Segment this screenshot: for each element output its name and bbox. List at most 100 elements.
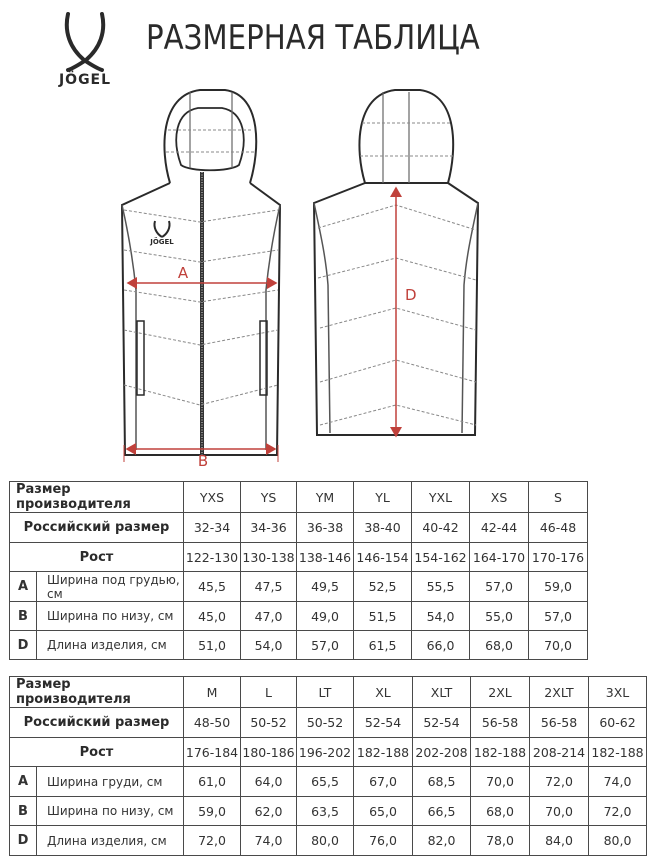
size-cell: YM <box>296 481 354 513</box>
value-cell: 138-146 <box>296 542 354 572</box>
size-cell: LT <box>296 676 354 708</box>
measure-letter: B <box>9 601 37 631</box>
value-cell: 61,0 <box>183 766 241 797</box>
value-cell: 65,0 <box>353 796 413 826</box>
value-cell: 146-154 <box>353 542 412 572</box>
row-measure-d: D Длина изделия, см 51,0 54,0 57,0 61,5 … <box>9 630 588 660</box>
value-cell: 68,0 <box>469 630 529 660</box>
value-cell: 84,0 <box>529 825 589 856</box>
measure-letter: D <box>9 825 37 856</box>
value-cell: 130-138 <box>240 542 297 572</box>
value-cell: 76,0 <box>353 825 413 856</box>
size-cell: 2XLT <box>529 676 589 708</box>
measure-label: Длина изделия, см <box>36 630 184 660</box>
size-cell: XS <box>469 481 529 513</box>
measure-letter: B <box>9 796 37 826</box>
value-cell: 47,5 <box>240 571 297 602</box>
value-cell: 170-176 <box>528 542 588 572</box>
value-cell: 59,0 <box>528 571 588 602</box>
size-cell: XL <box>353 676 413 708</box>
value-cell: 40-42 <box>411 512 470 543</box>
value-cell: 182-188 <box>353 737 413 767</box>
value-cell: 80,0 <box>588 825 647 856</box>
brand-logo: JÖGEL <box>50 8 120 88</box>
value-cell: 38-40 <box>353 512 412 543</box>
value-cell: 182-188 <box>588 737 647 767</box>
size-cell: YXL <box>411 481 470 513</box>
value-cell: 51,5 <box>353 601 412 631</box>
measure-letter: A <box>9 571 37 602</box>
value-cell: 57,0 <box>528 601 588 631</box>
value-cell: 66,5 <box>412 796 471 826</box>
row-maker-size: Размер производителя YXS YS YM YL YXL XS… <box>9 481 588 513</box>
size-cell: YS <box>240 481 297 513</box>
value-cell: 45,0 <box>183 601 241 631</box>
value-cell: 57,0 <box>469 571 529 602</box>
measure-label: Ширина груди, см <box>36 766 184 797</box>
value-cell: 32-34 <box>183 512 241 543</box>
value-cell: 74,0 <box>588 766 647 797</box>
measure-d-label: D <box>405 286 417 304</box>
value-cell: 60-62 <box>588 707 647 738</box>
row-measure-d: D Длина изделия, см 72,0 74,0 80,0 76,0 … <box>9 825 647 856</box>
value-cell: 122-130 <box>183 542 241 572</box>
value-cell: 208-214 <box>529 737 589 767</box>
value-cell: 51,0 <box>183 630 241 660</box>
size-table-youth: Размер производителя YXS YS YM YL YXL XS… <box>9 481 588 660</box>
value-cell: 72,0 <box>529 766 589 797</box>
vest-front-view: JÖGEL <box>120 89 282 456</box>
row-label: Российский размер <box>9 707 184 738</box>
value-cell: 50-52 <box>240 707 297 738</box>
value-cell: 65,5 <box>296 766 354 797</box>
value-cell: 68,0 <box>470 796 530 826</box>
size-cell: YL <box>353 481 412 513</box>
value-cell: 176-184 <box>183 737 241 767</box>
value-cell: 180-186 <box>240 737 297 767</box>
value-cell: 34-36 <box>240 512 297 543</box>
value-cell: 70,0 <box>470 766 530 797</box>
measure-letter: A <box>9 766 37 797</box>
size-cell: L <box>240 676 297 708</box>
value-cell: 202-208 <box>412 737 471 767</box>
measure-label: Длина изделия, см <box>36 825 184 856</box>
value-cell: 54,0 <box>411 601 470 631</box>
size-cell: S <box>528 481 588 513</box>
value-cell: 64,0 <box>240 766 297 797</box>
value-cell: 52-54 <box>412 707 471 738</box>
value-cell: 154-162 <box>411 542 470 572</box>
value-cell: 48-50 <box>183 707 241 738</box>
value-cell: 55,5 <box>411 571 470 602</box>
vest-diagram: JÖGEL A B D <box>120 89 480 470</box>
value-cell: 66,0 <box>411 630 470 660</box>
value-cell: 61,5 <box>353 630 412 660</box>
row-label: Рост <box>9 542 184 572</box>
value-cell: 82,0 <box>412 825 471 856</box>
value-cell: 50-52 <box>296 707 354 738</box>
size-cell: 3XL <box>588 676 647 708</box>
value-cell: 56-58 <box>470 707 530 738</box>
value-cell: 56-58 <box>529 707 589 738</box>
value-cell: 67,0 <box>353 766 413 797</box>
measure-b-label: B <box>198 452 208 470</box>
measure-a-label: A <box>178 264 189 282</box>
row-measure-b: B Ширина по низу, см 59,0 62,0 63,5 65,0… <box>9 796 647 826</box>
value-cell: 182-188 <box>470 737 530 767</box>
row-label: Размер производителя <box>9 676 184 708</box>
measure-label: Ширина по низу, см <box>36 796 184 826</box>
value-cell: 78,0 <box>470 825 530 856</box>
value-cell: 59,0 <box>183 796 241 826</box>
value-cell: 68,5 <box>412 766 471 797</box>
size-cell: YXS <box>183 481 241 513</box>
svg-text:JÖGEL: JÖGEL <box>149 237 174 246</box>
value-cell: 46-48 <box>528 512 588 543</box>
measure-label: Ширина по низу, см <box>36 601 184 631</box>
jogel-logo-icon <box>64 12 106 72</box>
value-cell: 70,0 <box>529 796 589 826</box>
size-table-adult: Размер производителя M L LT XL XLT 2XL 2… <box>9 676 647 856</box>
value-cell: 52-54 <box>353 707 413 738</box>
measure-label: Ширина под грудью, см <box>36 571 184 602</box>
row-measure-a: A Ширина груди, см 61,0 64,0 65,5 67,0 6… <box>9 766 647 797</box>
value-cell: 36-38 <box>296 512 354 543</box>
value-cell: 62,0 <box>240 796 297 826</box>
page-title: РАЗМЕРНАЯ ТАБЛИЦА <box>146 18 480 58</box>
